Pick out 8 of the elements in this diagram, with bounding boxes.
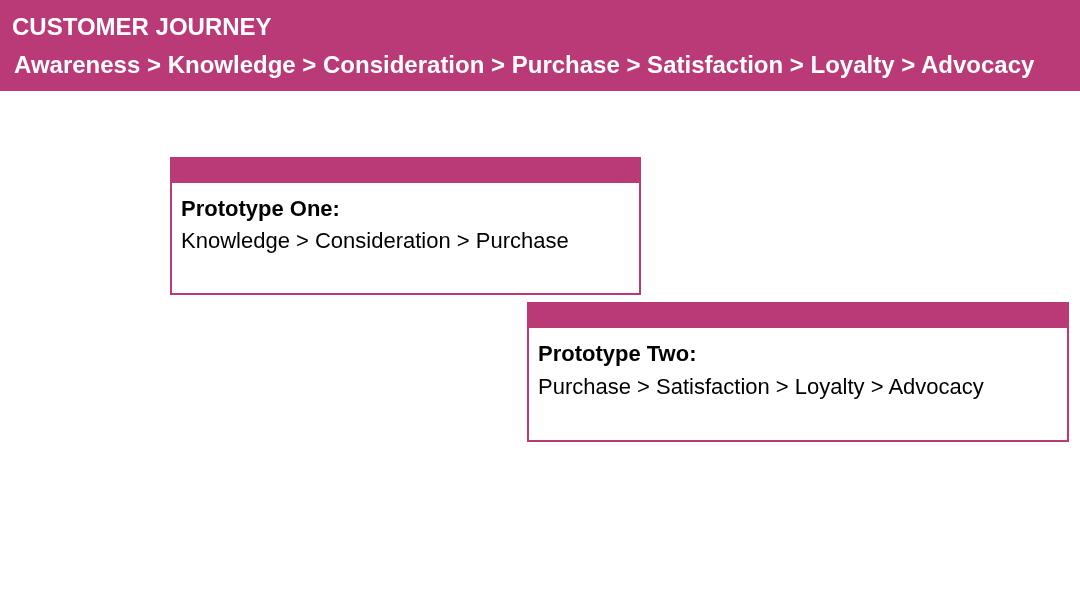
card-heading: Prototype Two: — [538, 340, 697, 368]
card-heading: Prototype One: — [181, 195, 340, 223]
card-stages: Purchase > Satisfaction > Loyalty > Advocacy — [538, 373, 984, 401]
card — [527, 302, 1069, 442]
card-stages: Knowledge > Consideration > Purchase — [181, 227, 569, 255]
journey-stages: Awareness > Knowledge > Consideration > Purchase > Satisfaction > Loyalty > Advocacy — [14, 50, 1035, 80]
title: CUSTOMER JOURNEY — [12, 12, 272, 42]
card — [170, 157, 641, 295]
